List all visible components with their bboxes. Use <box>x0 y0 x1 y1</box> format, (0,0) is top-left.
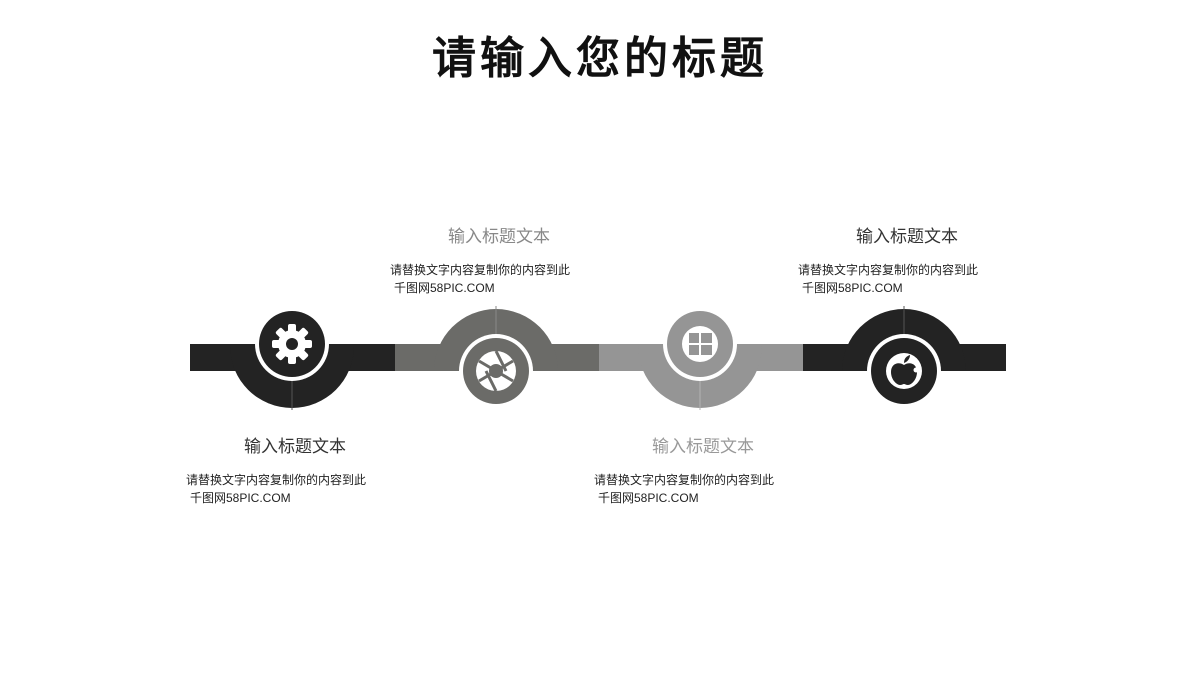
windows-icon <box>682 326 718 362</box>
step-4-text: 输入标题文本 请替换文字内容复制你的内容到此 千图网58PIC.COM <box>792 222 1022 297</box>
step-3-heading: 输入标题文本 <box>652 437 754 456</box>
step-1-segment <box>190 307 395 410</box>
step-4-desc-line2: 千图网58PIC.COM <box>802 281 903 295</box>
step-4-desc-line1: 请替换文字内容复制你的内容到此 <box>798 263 979 277</box>
step-1-description: 请替换文字内容复制你的内容到此 千图网58PIC.COM <box>180 471 410 507</box>
step-2-segment <box>395 306 599 408</box>
step-4-heading: 输入标题文本 <box>856 227 958 246</box>
aperture-icon <box>476 350 516 392</box>
step-1-desc-line2: 千图网58PIC.COM <box>190 491 291 505</box>
step-3-desc-line1: 请替换文字内容复制你的内容到此 <box>594 473 775 487</box>
step-2-text: 输入标题文本 请替换文字内容复制你的内容到此 千图网58PIC.COM <box>384 222 614 297</box>
apple-icon <box>886 353 922 389</box>
gear-icon <box>272 324 312 364</box>
step-1-desc-line1: 请替换文字内容复制你的内容到此 <box>186 473 367 487</box>
step-3-segment <box>599 307 803 410</box>
step-2-description: 请替换文字内容复制你的内容到此 千图网58PIC.COM <box>384 261 614 297</box>
step-3-desc-line2: 千图网58PIC.COM <box>598 491 699 505</box>
step-2-desc-line1: 请替换文字内容复制你的内容到此 <box>390 263 571 277</box>
step-2-desc-line2: 千图网58PIC.COM <box>394 281 495 295</box>
step-1-text: 输入标题文本 请替换文字内容复制你的内容到此 千图网58PIC.COM <box>180 432 410 507</box>
step-3-text: 输入标题文本 请替换文字内容复制你的内容到此 千图网58PIC.COM <box>588 432 818 507</box>
step-4-description: 请替换文字内容复制你的内容到此 千图网58PIC.COM <box>792 261 1022 297</box>
step-1-heading: 输入标题文本 <box>244 437 346 456</box>
step-2-heading: 输入标题文本 <box>448 227 550 246</box>
step-3-description: 请替换文字内容复制你的内容到此 千图网58PIC.COM <box>588 471 818 507</box>
page-title: 请输入您的标题 <box>432 33 768 84</box>
step-4-segment <box>803 306 1006 408</box>
